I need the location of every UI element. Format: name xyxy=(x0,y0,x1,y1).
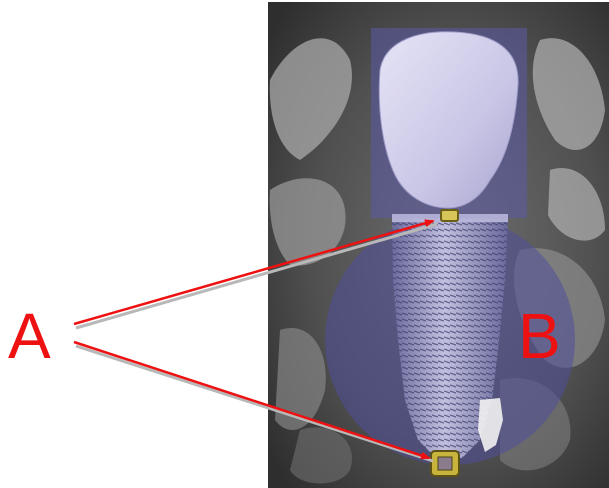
implant-top-marker xyxy=(441,210,458,221)
label-a: A xyxy=(8,304,51,368)
label-b: B xyxy=(518,304,561,368)
implant-bottom-marker xyxy=(431,451,459,476)
